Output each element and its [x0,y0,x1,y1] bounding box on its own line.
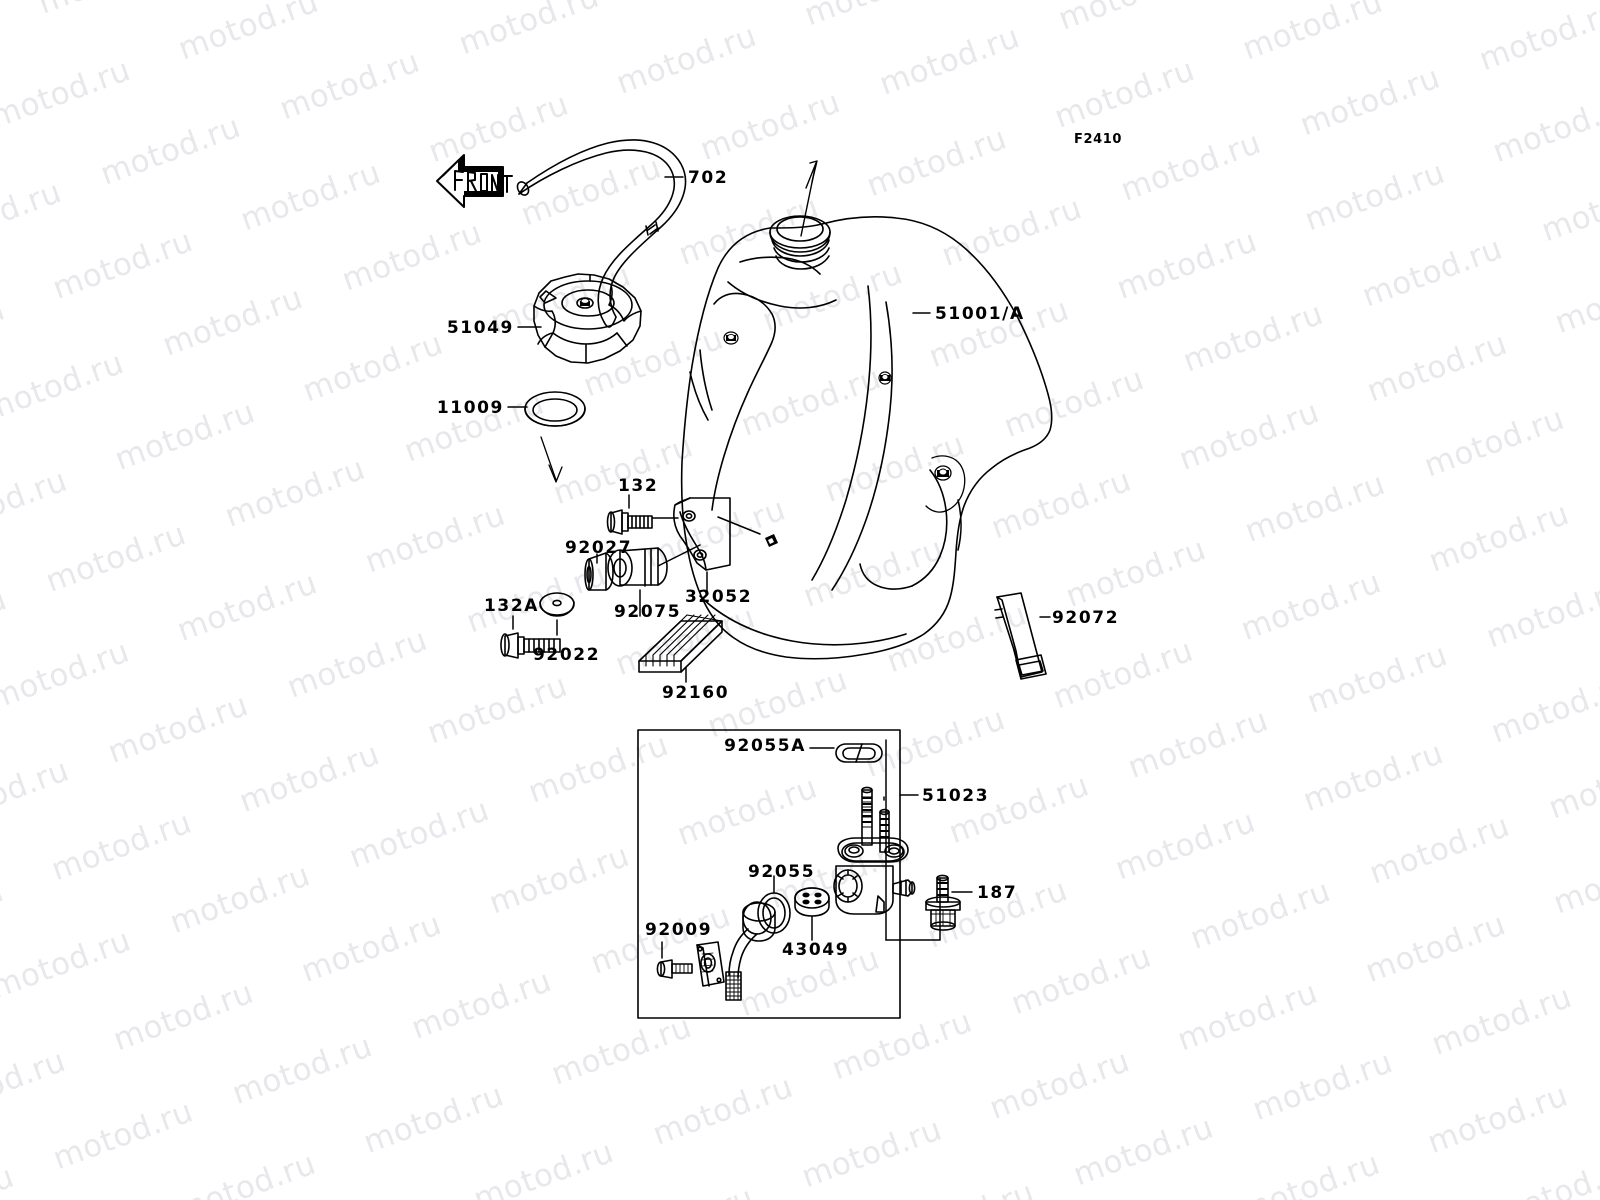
cap-51049 [533,273,642,364]
washer-92022 [539,592,575,617]
leader-lines [507,176,1051,959]
bracket-32052 [673,497,731,571]
callout-43049: 43049 [782,940,850,960]
grip-pad-92160 [638,614,723,673]
damper-92075 [607,547,668,587]
callout-92160: 92160 [662,683,730,703]
callout-51001a: 51001/A [935,304,1025,324]
bolt-132a [500,632,561,659]
mount-plate [696,941,725,987]
callout-132a: 132A [484,596,540,616]
screw-92009 [656,959,693,979]
assembly-arrow [540,436,563,483]
callout-92027: 92027 [565,538,633,558]
callout-92009: 92009 [645,920,713,940]
callout-92022: 92022 [533,645,601,665]
callout-702: 702 [688,168,729,188]
fuel-valve-51023 [833,786,916,915]
fuel-strainer [725,901,776,1001]
gasket-11009 [524,391,586,427]
callout-92075: 92075 [614,602,682,622]
tank-51001a [680,160,1053,660]
callout-132: 132 [618,476,659,496]
callout-51023: 51023 [922,786,990,806]
detail-panel-box [637,729,901,1019]
callout-11009: 11009 [436,398,504,418]
front-arrow-icon [436,154,513,208]
callout-92055a: 92055A [724,736,806,756]
band-clamp-92072 [994,592,1047,680]
collar-92027 [584,552,614,591]
gasket-92055a [835,743,883,763]
bolt-132 [606,509,653,535]
diagram-code: F2410 [1074,132,1123,147]
callout-51049: 51049 [446,318,514,338]
screen-43049 [794,887,830,917]
callout-92072: 92072 [1052,608,1120,628]
bolt-187 [925,874,961,931]
callout-92055: 92055 [748,862,816,882]
callout-32052: 32052 [685,587,753,607]
callout-187: 187 [977,883,1018,903]
